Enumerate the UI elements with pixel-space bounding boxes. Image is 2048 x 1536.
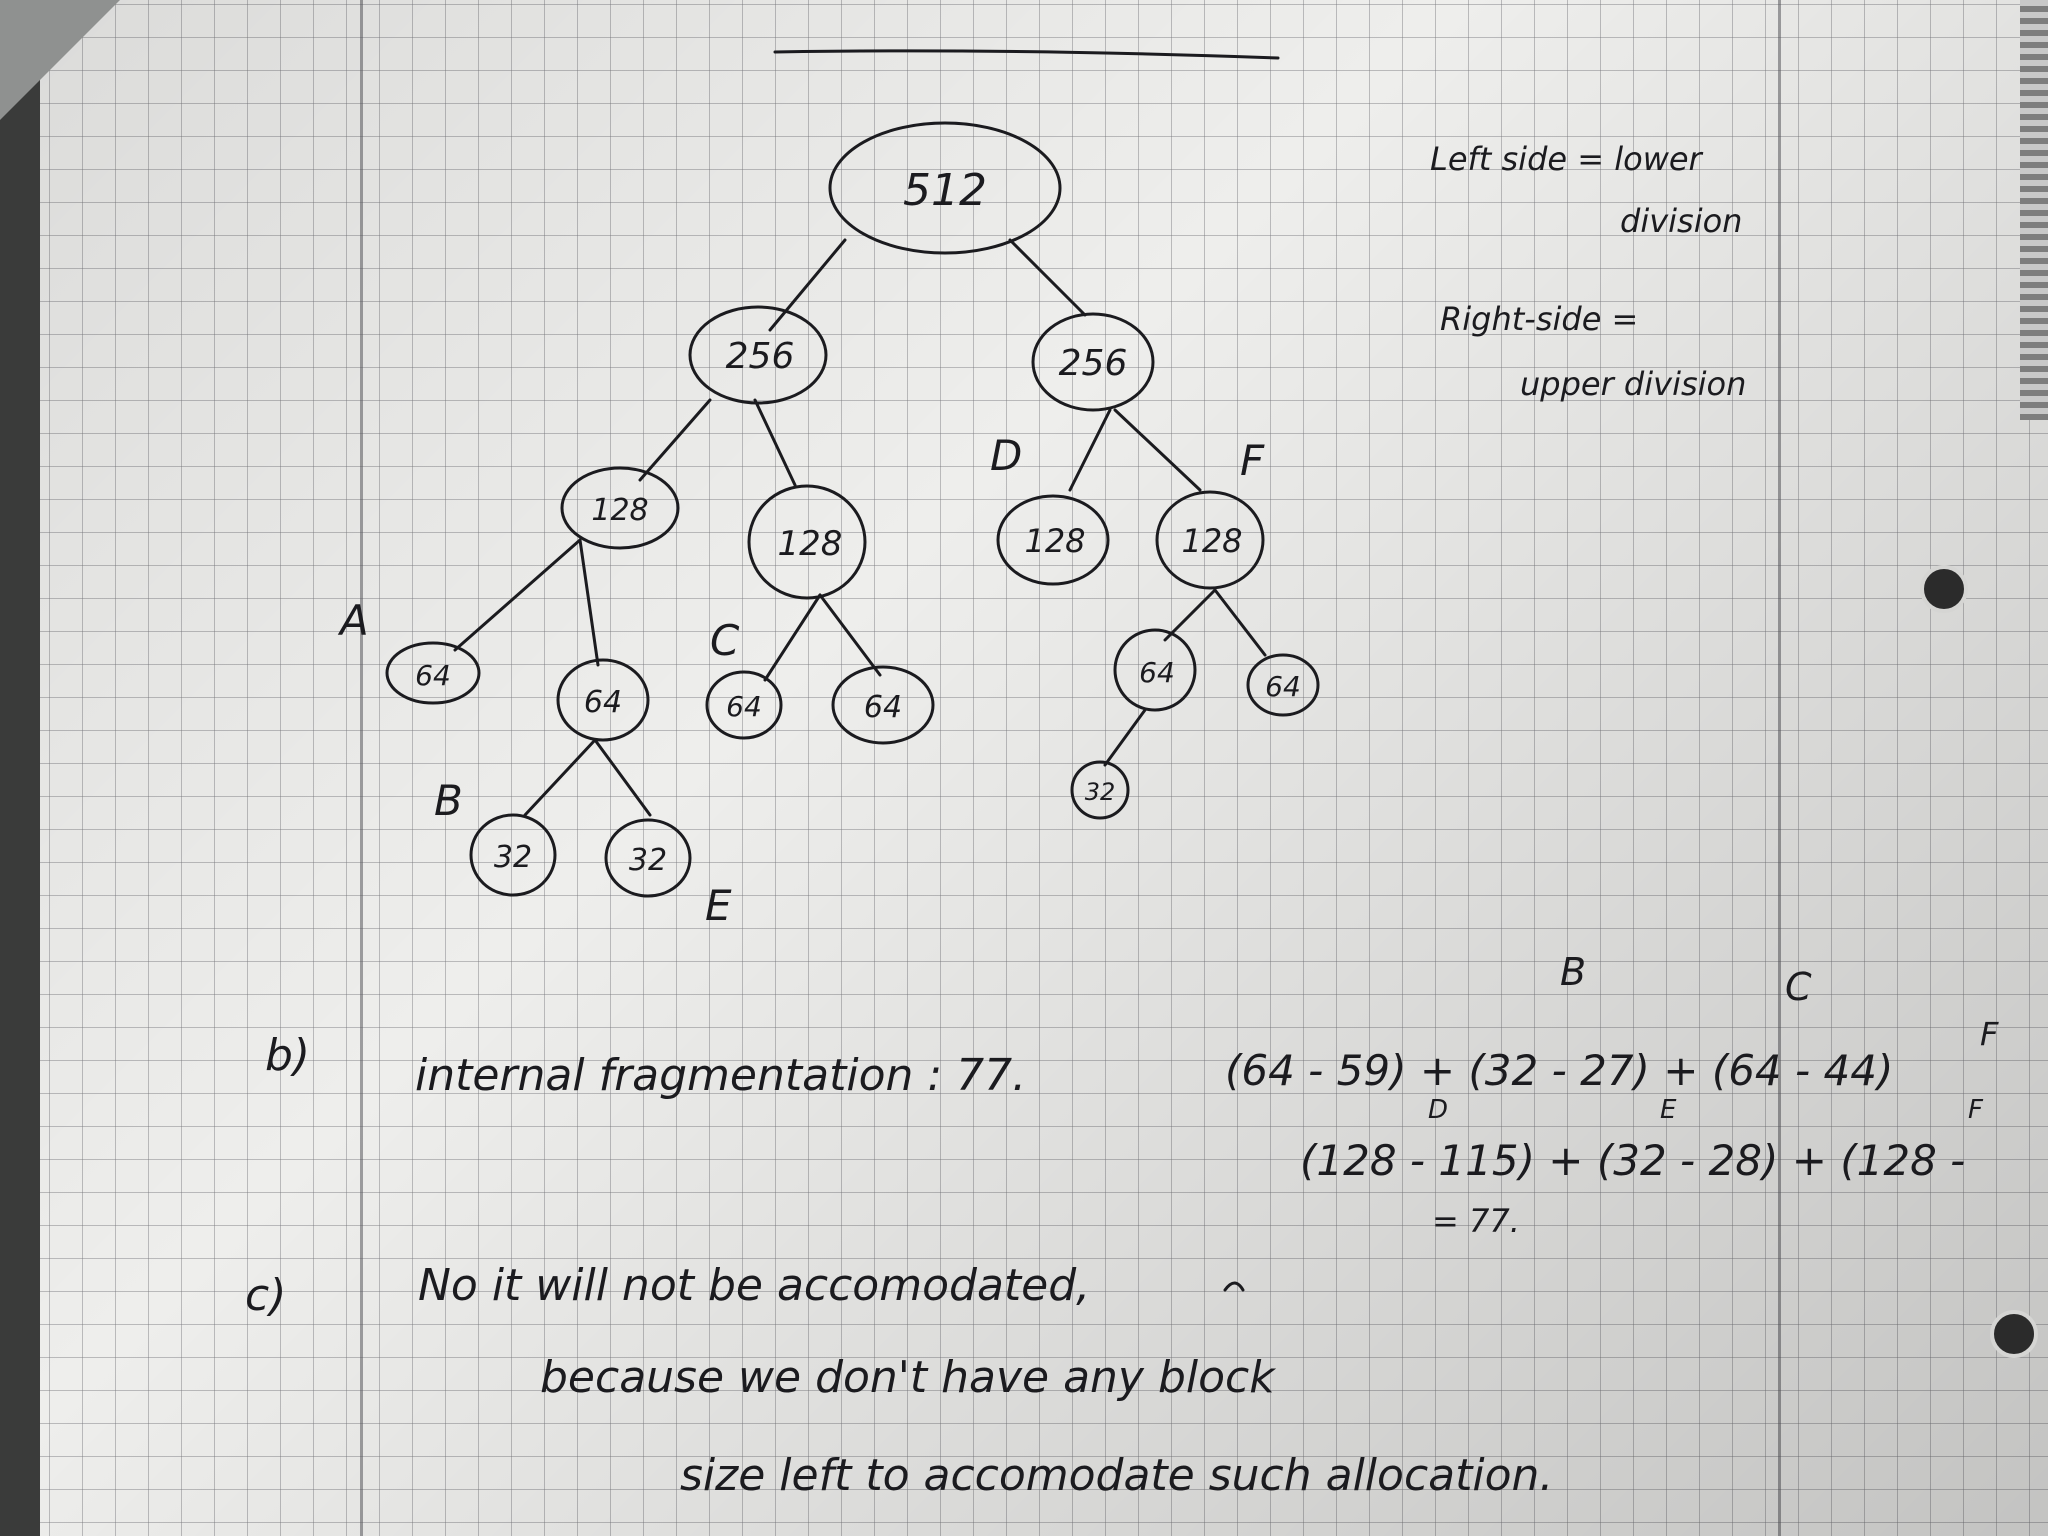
title-underline [773, 49, 1280, 60]
node-128-d [1155, 490, 1265, 590]
node-64-a-label: 64 [415, 659, 451, 692]
part-b-expr-1: (64 - 59) + (32 - 27) + (64 - 44) [1225, 1046, 1893, 1095]
edge-root-left [768, 238, 847, 332]
comma-squiggle [1223, 1281, 1245, 1292]
part-c-line-2: because we don't have any block [540, 1352, 1276, 1403]
part-b-marker-b: B [1560, 950, 1586, 994]
marker-f: F [1240, 436, 1265, 485]
edge-256-right [753, 398, 797, 487]
node-32-c [1070, 760, 1130, 820]
punch-hole-top [1920, 565, 1968, 613]
marker-a: A [337, 596, 369, 645]
node-128-c-label: 128 [1024, 522, 1085, 560]
part-b-marker-f-small: F [1968, 1095, 1984, 1125]
node-64-d [831, 665, 935, 745]
node-64-e-label: 64 [1139, 656, 1175, 689]
node-256-left [688, 305, 828, 405]
node-64-c-label: 64 [726, 690, 762, 723]
node-64-f-label: 64 [1265, 670, 1301, 703]
edge-128d-left [1163, 588, 1217, 642]
edge-128d-right [1213, 588, 1267, 657]
notebook-paper [40, 0, 2048, 1536]
node-32-b [604, 818, 692, 898]
node-128-c [996, 494, 1110, 586]
node-32-c-label: 32 [1085, 778, 1116, 806]
punch-hole-bottom [1990, 1310, 2038, 1358]
part-b-label: b) [265, 1030, 310, 1081]
part-b-marker-c: C [1785, 965, 1812, 1009]
node-64-e [1113, 628, 1197, 712]
edge-64b-right [593, 738, 652, 817]
marker-d: D [990, 431, 1022, 480]
note-right-side-1: Right-side = [1440, 300, 1638, 338]
part-b-expr-2: (128 - 115) + (32 - 28) + (128 - [1300, 1136, 1965, 1185]
notebook-spiral [2020, 0, 2048, 420]
node-32-a [469, 813, 557, 897]
edge-256b-left [1068, 408, 1112, 492]
node-64-b [556, 658, 650, 742]
node-128-a [560, 466, 680, 550]
part-b-marker-e-small: E [1660, 1095, 1677, 1125]
edge-64b-left [523, 738, 597, 817]
note-left-side-1: Left side = lower [1430, 140, 1704, 178]
marker-e: E [705, 881, 732, 930]
edge-128a-right [578, 538, 600, 667]
node-root-label: 512 [903, 165, 987, 216]
note-right-side-2: upper division [1520, 365, 1746, 403]
node-256-right-label: 256 [1059, 343, 1128, 384]
node-32-b-label: 32 [629, 843, 667, 878]
edge-256-left [638, 398, 712, 482]
part-b-text: internal fragmentation : 77. [415, 1050, 1026, 1101]
margin-line-left [360, 0, 363, 1536]
part-b-marker-f: F [1980, 1015, 1999, 1053]
node-64-a [385, 641, 481, 705]
part-c-line-3: size left to accomodate such allocation. [680, 1450, 1553, 1501]
node-128-b-label: 128 [778, 524, 843, 564]
node-64-f [1246, 653, 1320, 717]
margin-line-right [1778, 0, 1781, 1536]
node-64-c [705, 670, 783, 740]
edge-root-right [1008, 238, 1087, 317]
edge-256b-right [1113, 408, 1202, 492]
node-root [828, 121, 1062, 255]
note-left-side-2: division [1620, 202, 1742, 240]
node-64-b-label: 64 [584, 685, 622, 720]
part-c-label: c) [245, 1270, 286, 1321]
node-256-left-label: 256 [726, 336, 795, 377]
node-128-d-label: 128 [1181, 522, 1242, 560]
node-128-a-label: 128 [591, 493, 648, 528]
edge-128b-left [763, 593, 822, 682]
node-64-d-label: 64 [864, 690, 902, 725]
node-256-right [1031, 312, 1155, 412]
marker-c: C [710, 616, 740, 665]
part-b-result: = 77. [1432, 1202, 1520, 1240]
node-32-a-label: 32 [494, 840, 532, 875]
part-c-line-1: No it will not be accomodated, [418, 1260, 1090, 1311]
edge-128b-right [818, 593, 882, 677]
marker-b: B [434, 776, 463, 825]
node-128-b [747, 484, 867, 600]
part-b-marker-d-small: D [1428, 1095, 1448, 1125]
edge-128a-left [453, 538, 582, 652]
edge-64e-down [1103, 708, 1147, 767]
